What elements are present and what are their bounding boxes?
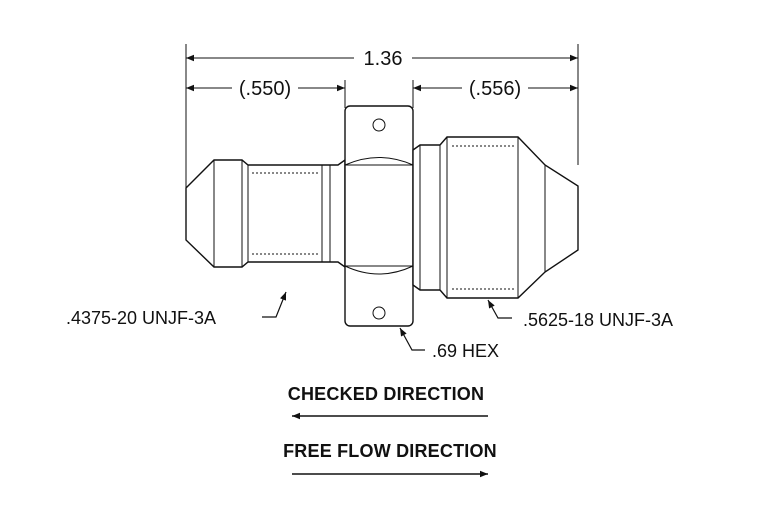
lockwire-hole-top [372,118,386,132]
hex-text: .69 HEX [432,341,499,361]
checked-direction: CHECKED DIRECTION [288,384,488,420]
left-thread-text: .4375-20 UNJF-3A [66,308,216,328]
free-flow-direction: FREE FLOW DIRECTION [283,441,497,478]
left-end-text: (.550) [239,78,291,100]
hex-callout: .69 HEX [399,327,499,361]
right-end-text: (.556) [469,78,521,100]
overall-length-dimension: 1.36 [186,48,578,70]
left-thread-callout: .4375-20 UNJF-3A [66,291,287,328]
free-flow-direction-label: FREE FLOW DIRECTION [283,441,497,461]
hex-body [344,105,414,327]
overall-length-text: 1.36 [364,48,403,70]
right-thread-text: .5625-18 UNJF-3A [523,310,673,330]
lockwire-hole-bottom [372,306,386,320]
left-fitting [185,158,346,269]
right-thread-callout: .5625-18 UNJF-3A [487,299,673,330]
right-fitting [412,136,579,299]
checked-direction-label: CHECKED DIRECTION [288,384,484,404]
left-end-dimension: (.550) [186,78,345,100]
extension-lines [185,44,579,188]
right-end-dimension: (.556) [413,78,578,100]
